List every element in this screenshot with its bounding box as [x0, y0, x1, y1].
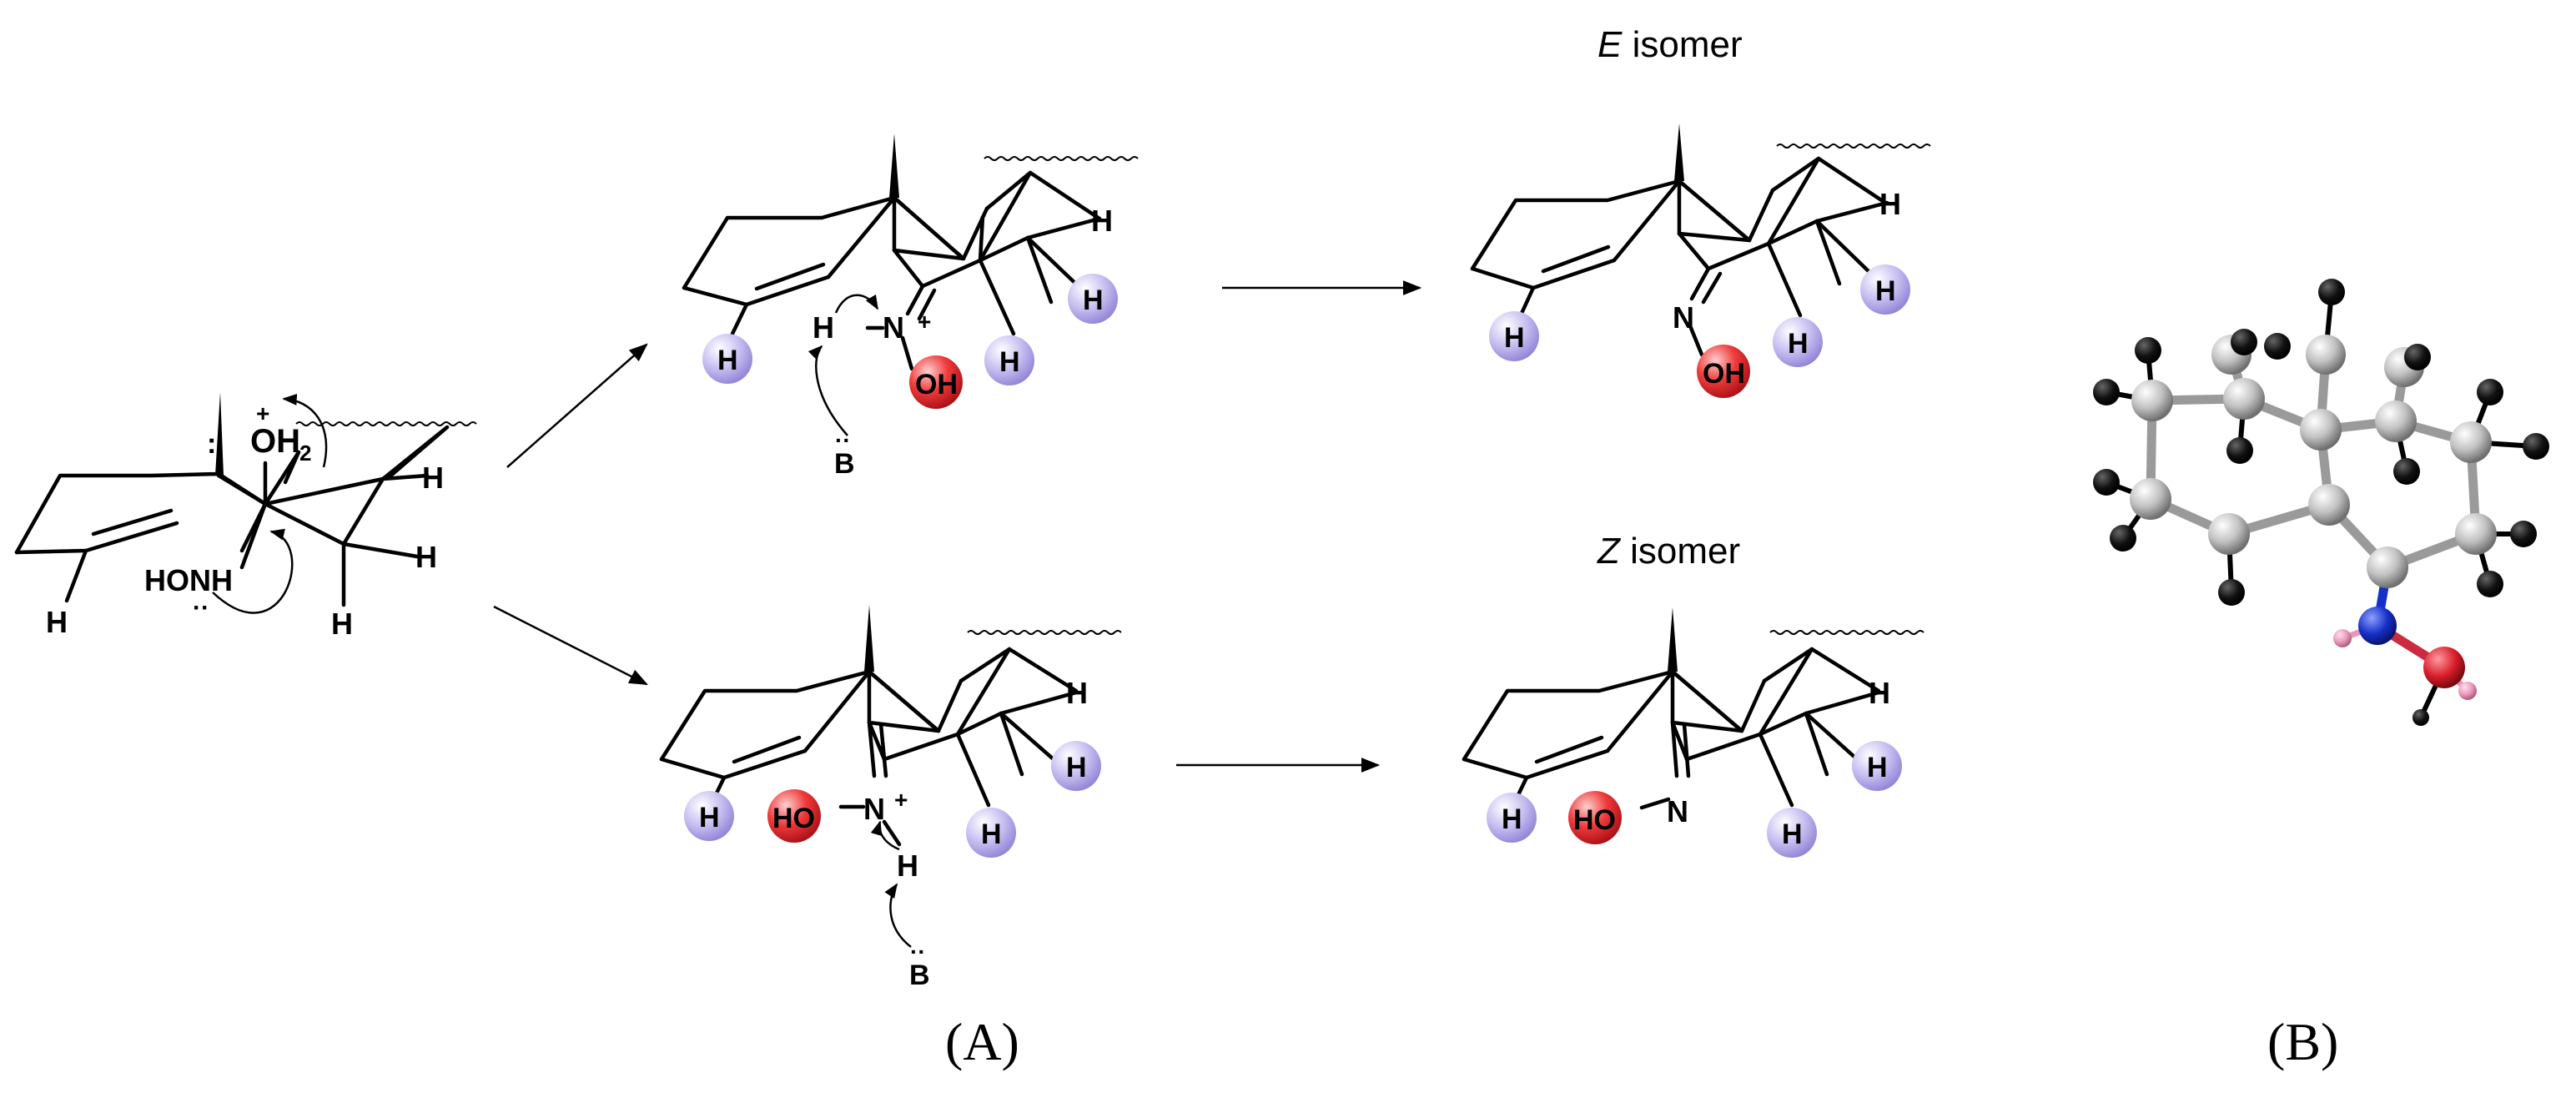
honh-label: HONH — [144, 563, 233, 597]
wavy-bond — [295, 421, 477, 426]
n-label: N — [1673, 300, 1694, 335]
h-label: H — [1875, 275, 1896, 307]
h-label: H — [1782, 818, 1803, 850]
b-base-label: B — [834, 448, 855, 480]
z-isomer-caption: Z isomer — [1597, 531, 1740, 572]
plus-charge: + — [256, 400, 269, 426]
hydrogen-highlight — [984, 335, 1034, 385]
arrow-start-to-e-intermediate — [506, 343, 648, 468]
n-label: N — [1667, 794, 1688, 828]
h-label: H — [1091, 204, 1113, 238]
h-label: H — [1788, 328, 1809, 360]
h-label: H — [415, 540, 437, 574]
hydrogen-highlight — [1852, 741, 1902, 791]
z-intermediate: H H H HO N + H H B ·· — [659, 605, 1122, 991]
oxygen-highlight — [909, 355, 963, 409]
hydrogen-highlight — [1489, 311, 1539, 361]
oh2-subscript: 2 — [299, 441, 311, 466]
ho-label: HO — [772, 803, 815, 834]
panel-label-b: (B) — [2267, 1012, 2338, 1071]
n-label: N — [863, 792, 885, 826]
curved-arrow-nh — [834, 294, 879, 314]
model-atom-nitrogen — [2358, 607, 2397, 645]
ho-label: HO — [1573, 804, 1616, 836]
hydrogen-highlight — [1487, 793, 1537, 843]
oxygen-highlight — [1697, 345, 1750, 398]
hydrogen-highlight — [1767, 808, 1817, 858]
oh-label: OH — [915, 369, 958, 400]
h-label: H — [1502, 803, 1522, 835]
hydrogen-highlight — [1068, 274, 1118, 324]
colon: : — [207, 428, 216, 460]
h-label: H — [717, 345, 738, 376]
h-label: H — [999, 346, 1020, 378]
model-atom-polar-h — [2333, 629, 2352, 647]
lone-pair: ·· — [193, 594, 209, 622]
h-label: H — [699, 802, 720, 834]
arrow-start-to-z-intermediate — [493, 605, 649, 686]
starting-molecule: : OH 2 + HONH ·· H H H H — [14, 392, 477, 641]
e-intermediate: H H H OH N + H H B ·· — [682, 133, 1139, 480]
plus-charge: + — [894, 787, 908, 813]
h-label: H — [897, 849, 918, 883]
hydrogen-highlight — [702, 334, 752, 384]
panel-label-a: (A) — [945, 1012, 1019, 1071]
lone-pair: ·· — [910, 939, 926, 964]
hydrogen-highlight — [1773, 317, 1823, 367]
h-label: H — [1066, 676, 1088, 710]
model-atom-oxygen — [2423, 647, 2465, 688]
hydrogen-highlight — [1051, 741, 1101, 791]
model-bonds — [2146, 350, 2481, 572]
hydrogen-highlight — [1860, 264, 1910, 315]
h-label: H — [981, 818, 1002, 850]
b-base-label: B — [909, 959, 930, 991]
ball-and-stick-model — [2093, 279, 2549, 726]
h-label: H — [1083, 285, 1104, 316]
z-isomer-product: Z isomer H H H HO N H — [1462, 531, 1924, 858]
n-label: N — [883, 310, 904, 345]
h-label: H — [422, 461, 444, 495]
h-label: H — [1504, 322, 1525, 354]
h-label: H — [1066, 752, 1087, 783]
model-atom-polar-h — [2458, 682, 2477, 700]
curved-arrow-base — [884, 883, 912, 948]
h-label: H — [1867, 752, 1888, 783]
model-atoms-hydrogen — [2093, 279, 2549, 726]
oxygen-highlight — [1568, 791, 1622, 844]
h-label: H — [46, 605, 68, 639]
oxygen-highlight — [767, 789, 821, 843]
e-isomer-product: E isomer H H H OH N H — [1470, 24, 1931, 398]
curved-arrow-nh — [870, 820, 900, 851]
oh-label: OH — [1703, 358, 1745, 390]
curved-arrow-attack — [212, 528, 294, 614]
e-isomer-caption: E isomer — [1597, 24, 1743, 65]
plus-charge: + — [918, 309, 931, 335]
h-label: H — [1869, 676, 1890, 710]
model-atoms-carbon — [2130, 335, 2497, 588]
oh2-label: OH — [250, 423, 300, 460]
hydrogen-highlight — [966, 808, 1016, 858]
reaction-arrows — [493, 280, 1422, 773]
curved-arrow-base — [808, 345, 848, 436]
h-label: H — [813, 310, 834, 345]
hydrogen-highlight — [684, 791, 734, 841]
h-label: H — [1879, 187, 1901, 221]
h-label: H — [331, 607, 353, 641]
curved-arrow-leaving — [282, 393, 328, 468]
